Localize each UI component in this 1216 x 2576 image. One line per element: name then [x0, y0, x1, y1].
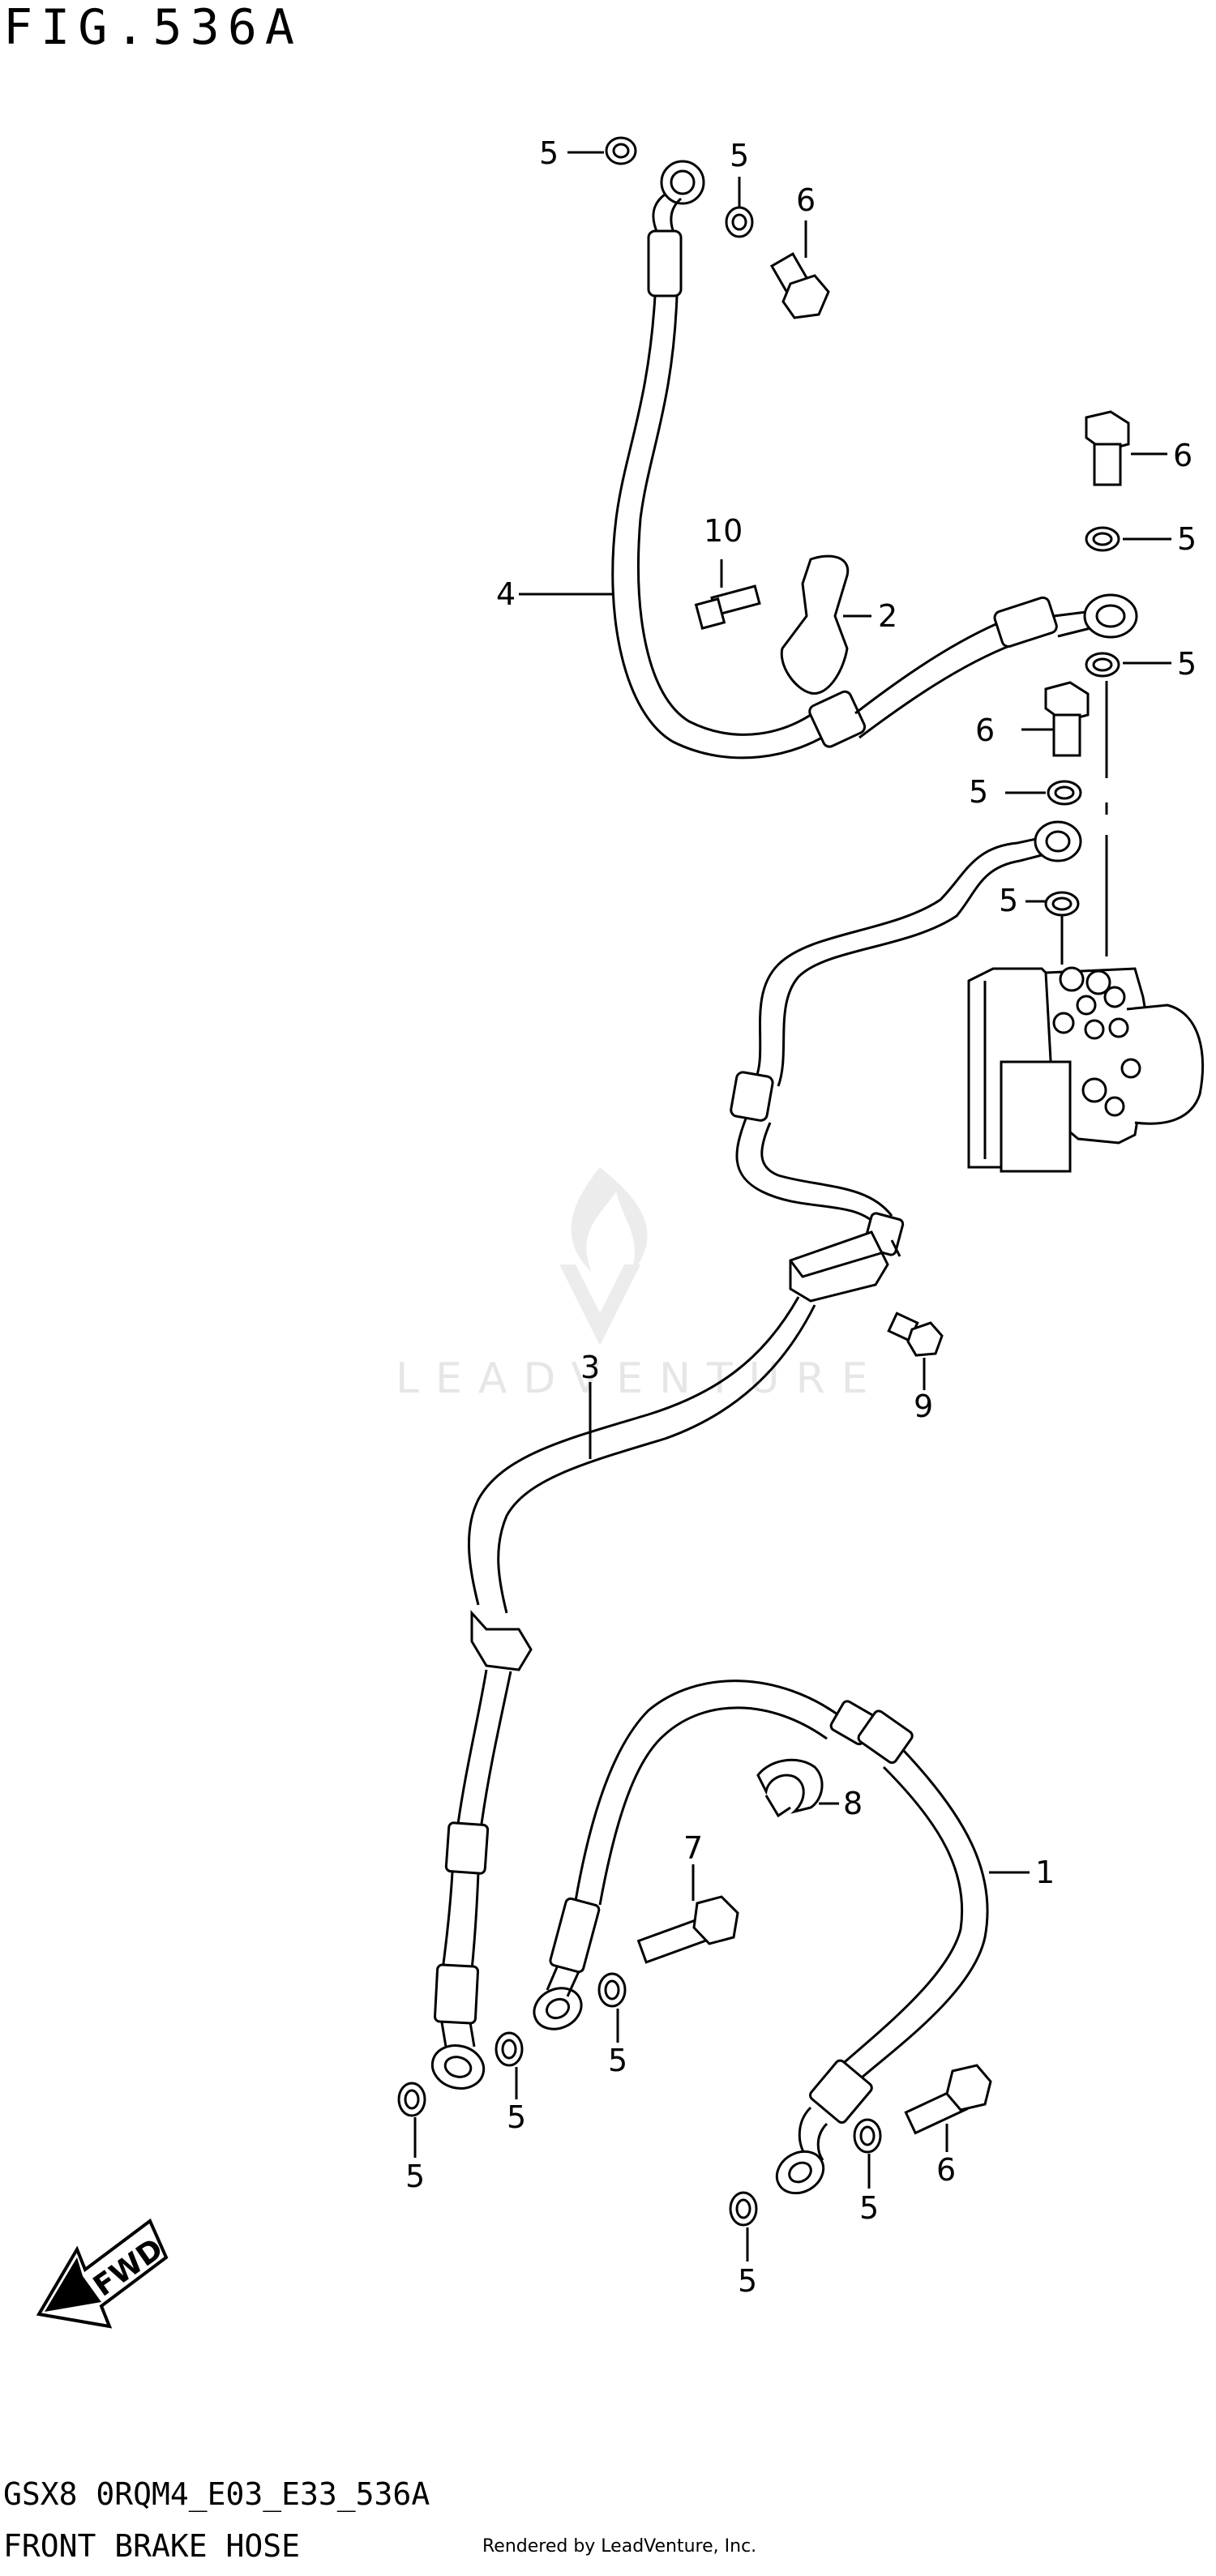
brake-hose-3	[430, 820, 1082, 2090]
callout-2: 2	[878, 598, 897, 634]
callout-5: 5	[730, 138, 749, 173]
callout-10: 10	[704, 513, 743, 549]
callout-6: 6	[796, 182, 816, 218]
forward-direction-arrow: FWD	[36, 2218, 169, 2329]
callouts: 5 5 6 6 5 10 2 4 5 6 5 5 9 3 1 8 7 5 5 5…	[405, 135, 1197, 2299]
hose-bracket-2	[780, 554, 850, 695]
callout-5: 5	[738, 2263, 757, 2299]
watermark-text: LEADVENTURE	[396, 1354, 884, 1403]
bolt-9	[887, 1312, 944, 1357]
callout-4: 4	[496, 576, 516, 612]
bolt-10	[694, 584, 761, 630]
callout-5: 5	[405, 2159, 425, 2194]
callout-7: 7	[683, 1830, 703, 1866]
callout-8: 8	[843, 1786, 863, 1821]
callout-9: 9	[914, 1389, 933, 1424]
figure-title: FIG.536A	[3, 0, 302, 56]
leader-lines	[413, 151, 1171, 2261]
hose-clamp-8	[756, 1758, 824, 1818]
assembly-lines	[1060, 681, 1108, 965]
callout-5: 5	[859, 2190, 879, 2226]
figure-code: GSX8 0RQM4_E03_E33_536A	[3, 2476, 430, 2512]
callout-5: 5	[539, 135, 559, 171]
callout-1: 1	[1035, 1855, 1055, 1890]
figure-name: FRONT BRAKE HOSE	[3, 2528, 301, 2564]
brake-hose-4	[611, 160, 1138, 760]
union-bolts-6	[769, 252, 1130, 757]
render-credit: Rendered by LeadVenture, Inc.	[482, 2536, 757, 2557]
callout-6: 6	[936, 2152, 956, 2188]
callout-5: 5	[608, 2043, 627, 2078]
callout-5: 5	[1177, 521, 1197, 557]
callout-5: 5	[969, 774, 988, 810]
callout-3: 3	[580, 1350, 600, 1385]
brake-hose-1	[533, 1680, 989, 2195]
callout-5: 5	[1177, 646, 1197, 682]
abs-hydraulic-unit	[967, 966, 1205, 1173]
washers-upper	[605, 136, 1120, 917]
callout-6: 6	[1173, 438, 1192, 473]
washers-lower	[397, 1972, 882, 2227]
callout-6: 6	[975, 712, 995, 748]
callout-5: 5	[507, 2099, 526, 2135]
callout-5: 5	[999, 883, 1018, 918]
union-bolts-lower	[636, 1895, 992, 2135]
leadventure-watermark: LEADVENTURE	[396, 1167, 884, 1403]
